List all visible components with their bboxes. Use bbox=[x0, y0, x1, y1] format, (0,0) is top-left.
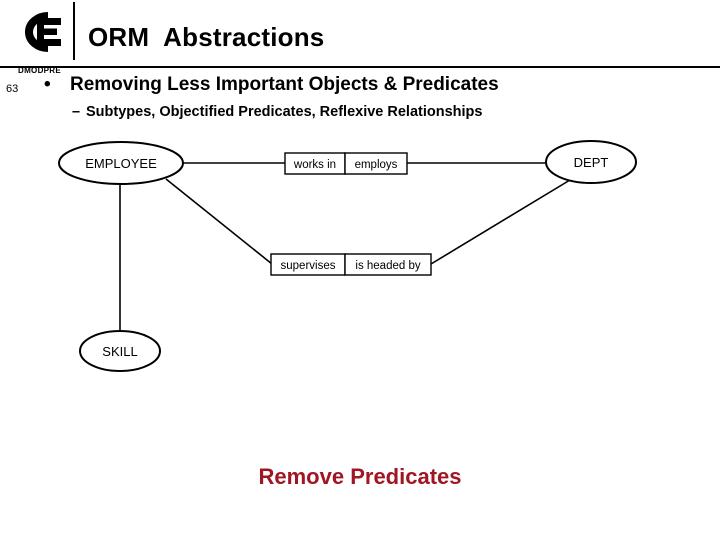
role-label-supervises: supervises bbox=[281, 260, 336, 272]
slide-number: 63 bbox=[6, 83, 19, 95]
ce-monogram-logo-icon bbox=[25, 12, 61, 52]
entity-skill-label: SKILL bbox=[102, 344, 137, 359]
entity-employee[interactable]: EMPLOYEE bbox=[58, 141, 184, 185]
connector-is-headed-by-dept bbox=[430, 179, 571, 265]
entity-skill-shape bbox=[79, 330, 161, 372]
role-box-employs[interactable] bbox=[344, 152, 408, 175]
deck-code-label: DMODPRE bbox=[18, 66, 61, 75]
entity-employee-label: EMPLOYEE bbox=[85, 156, 157, 171]
header-divider bbox=[73, 2, 75, 60]
dash-marker: – bbox=[72, 104, 81, 120]
predicate-supervises-is-headed-by[interactable]: supervises is headed by bbox=[270, 253, 432, 276]
entity-dept[interactable]: DEPT bbox=[545, 140, 637, 184]
entity-employee-shape bbox=[58, 141, 184, 185]
entity-dept-shape bbox=[545, 140, 637, 184]
role-label-works-in: works in bbox=[293, 159, 336, 171]
page-title: ORM Abstractions bbox=[88, 22, 325, 52]
entity-skill[interactable]: SKILL bbox=[79, 330, 161, 372]
header-rule bbox=[0, 66, 720, 68]
entity-dept-label: DEPT bbox=[574, 155, 609, 170]
bullet-level-2: –Subtypes, Objectified Predicates, Refle… bbox=[72, 104, 712, 120]
role-label-employs: employs bbox=[355, 159, 398, 171]
slide-header: ORM Abstractions bbox=[0, 0, 720, 68]
bullet-marker: • bbox=[44, 74, 51, 95]
predicate-works-in-employs[interactable]: works in employs bbox=[284, 152, 408, 175]
caption-remove-predicates: Remove Predicates bbox=[258, 464, 462, 489]
logo bbox=[8, 6, 70, 58]
bullet-level-1-text: Removing Less Important Objects & Predic… bbox=[70, 74, 499, 95]
role-box-is-headed-by[interactable] bbox=[344, 253, 432, 276]
connector-employee-supervises bbox=[165, 178, 273, 265]
orm-diagram: EMPLOYEE DEPT SKILL works in employs sup… bbox=[0, 130, 720, 410]
role-label-is-headed-by: is headed by bbox=[355, 260, 420, 272]
bullet-level-1: • Removing Less Important Objects & Predi… bbox=[44, 74, 684, 96]
bullet-level-2-text: Subtypes, Objectified Predicates, Reflex… bbox=[86, 104, 483, 120]
